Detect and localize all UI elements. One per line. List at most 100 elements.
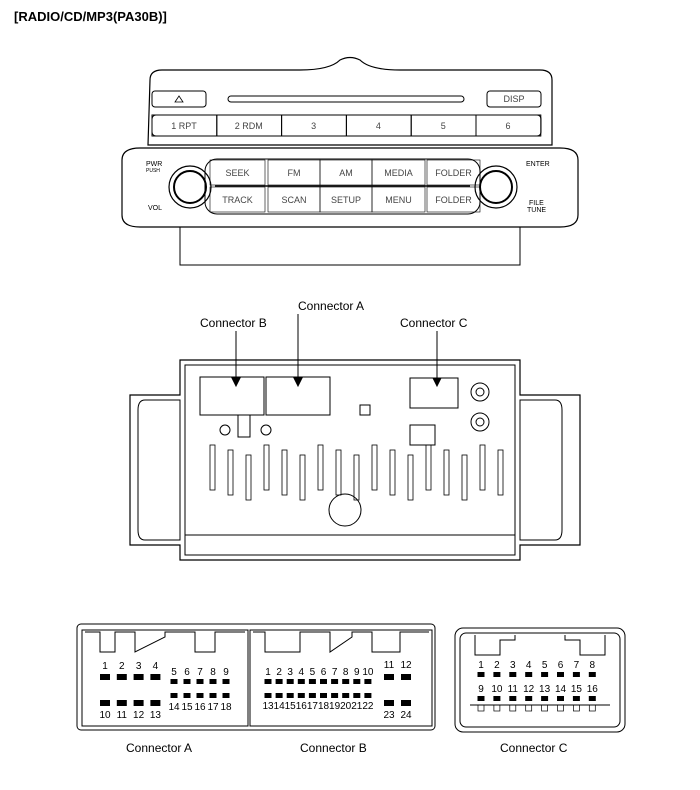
rear-label-connector-b: Connector B: [200, 316, 267, 330]
pin: [364, 693, 372, 698]
vent-slot: [299, 454, 306, 501]
pin: [384, 700, 394, 706]
pin: [222, 693, 230, 698]
vent-slot: [407, 454, 414, 501]
rear-view: Connector A Connector B Connector C: [129, 299, 581, 561]
pin: [297, 693, 305, 698]
tune-knob[interactable]: [474, 165, 518, 209]
pin: [183, 679, 191, 684]
pin: [133, 700, 144, 706]
preset-label: 5: [441, 121, 446, 131]
connector-b-socket: [199, 376, 265, 416]
pin: [342, 693, 350, 698]
push-label: PUSH: [146, 168, 160, 174]
pin-number: 4: [153, 661, 159, 672]
vent-slot: [461, 454, 468, 501]
pin: [209, 693, 217, 698]
eject-button[interactable]: [151, 90, 207, 108]
vol-label: VOL: [148, 205, 162, 212]
button-label: TRACK: [222, 195, 253, 205]
vent-slot: [227, 449, 234, 496]
pin: [320, 693, 327, 698]
pin-number: 5: [171, 667, 177, 678]
pin-number: 1: [265, 667, 271, 678]
pin: [572, 672, 580, 677]
pin-latch: [477, 704, 485, 712]
pin-latch: [525, 704, 533, 712]
pin: [493, 696, 501, 701]
vent-slot: [335, 449, 342, 496]
pin-number: 12: [400, 660, 412, 671]
preset-button-6[interactable]: [475, 114, 542, 137]
pin: [100, 674, 110, 680]
pin: [331, 679, 339, 684]
preset-label: 1 RPT: [171, 121, 197, 131]
pin: [150, 700, 161, 706]
pin: [541, 696, 549, 701]
rear-label-connector-a: Connector A: [298, 299, 364, 313]
pin-latch: [588, 704, 596, 712]
pin-number: 6: [558, 660, 564, 671]
rear-label-connector-c: Connector C: [400, 316, 468, 330]
pin-latch: [557, 704, 564, 712]
vent-slot: [209, 444, 216, 491]
pin: [116, 700, 127, 706]
pin-number: 16: [194, 702, 206, 713]
vent-slot: [281, 449, 288, 496]
vent-slot: [353, 454, 360, 501]
pin-number: 15: [285, 701, 297, 712]
pin: [297, 679, 305, 684]
button-seek[interactable]: [209, 159, 266, 186]
vent-slot: [245, 454, 252, 501]
pin: [196, 679, 204, 684]
pin: [331, 693, 339, 698]
pin-number: 15: [181, 702, 193, 713]
button-folder[interactable]: [426, 159, 481, 186]
pin: [209, 679, 217, 684]
pin-number: 2: [119, 661, 125, 672]
pin-number: 17: [307, 701, 319, 712]
pin-number: 8: [343, 667, 349, 678]
disp-button[interactable]: [486, 90, 542, 108]
vent-slot: [263, 444, 270, 491]
pin: [150, 674, 161, 680]
connector-c-socket: [409, 377, 459, 409]
pin-number: 11: [384, 660, 395, 671]
pin-number: 10: [99, 710, 111, 721]
connector-a-socket: [265, 376, 331, 416]
pin: [308, 679, 316, 684]
pwr-label: PWR: [146, 161, 162, 168]
pin-number: 10: [491, 684, 503, 695]
pin: [509, 696, 517, 701]
pin: [264, 679, 272, 684]
pin: [342, 679, 350, 684]
pin: [353, 693, 361, 698]
pin-latch: [573, 704, 580, 712]
button-menu[interactable]: [371, 186, 426, 213]
pin-number: 14: [555, 684, 567, 695]
button-label: AM: [339, 168, 353, 178]
button-folder[interactable]: [426, 186, 481, 213]
vent-slot: [479, 444, 486, 491]
pin: [477, 696, 485, 701]
pin-number: 2: [276, 667, 282, 678]
button-track[interactable]: [209, 186, 266, 213]
pin: [308, 693, 316, 698]
pin-number: 9: [478, 684, 484, 695]
pin-number: 1: [478, 660, 484, 671]
pin: [286, 679, 294, 684]
file-label: FILE: [529, 200, 544, 207]
pin: [557, 696, 564, 701]
pin-number: 4: [526, 660, 532, 671]
pin-number: 18: [318, 701, 330, 712]
pin-number: 9: [223, 667, 229, 678]
pin-number: 3: [510, 660, 516, 671]
pin: [275, 679, 283, 684]
pin-number: 12: [523, 684, 535, 695]
button-media[interactable]: [371, 159, 426, 186]
pin-number: 14: [168, 702, 180, 713]
pin: [286, 693, 294, 698]
pin-number: 1: [102, 661, 108, 672]
preset-label: 3: [311, 121, 316, 131]
